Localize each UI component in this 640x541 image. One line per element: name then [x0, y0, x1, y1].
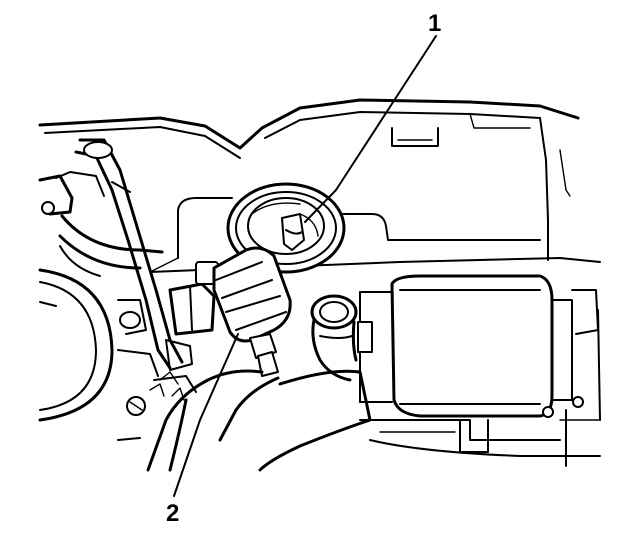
cowl-panel: [38, 98, 580, 261]
brace-rod: [74, 138, 193, 371]
fasteners: [117, 371, 197, 441]
hose: [146, 369, 280, 472]
left-structure: [38, 171, 164, 277]
callout-number-2: 2: [166, 500, 180, 527]
leader-line-1: [304, 35, 437, 223]
connector-assembly: [168, 246, 292, 377]
pulley: [38, 268, 159, 422]
canister: [357, 274, 601, 421]
leader-line-2: [173, 333, 239, 497]
lower-rails: [359, 409, 601, 467]
pipe-elbow: [258, 294, 372, 472]
callout-number-1: 1: [428, 10, 442, 37]
firewall-panel: [149, 197, 601, 273]
